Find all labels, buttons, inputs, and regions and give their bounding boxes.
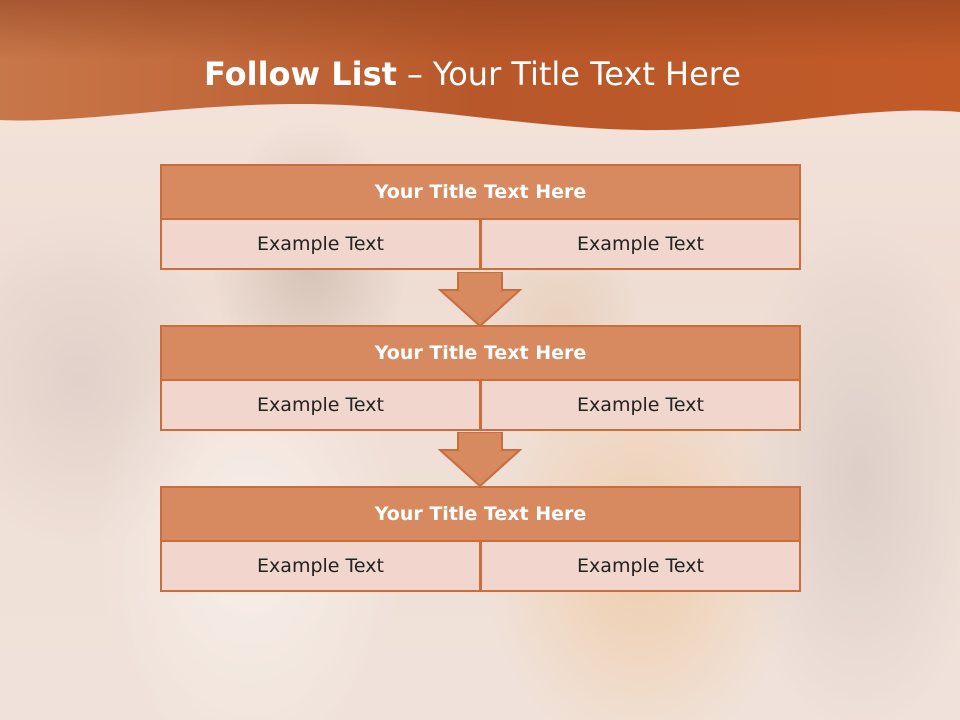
down-arrow-icon — [438, 272, 522, 328]
slide-title-separator: – — [406, 55, 423, 93]
block-cell-left: Example Text — [160, 542, 481, 592]
block-row: Example Text Example Text — [160, 542, 801, 592]
follow-block-1: Your Title Text Here Example Text Exampl… — [160, 164, 801, 270]
down-arrow-icon — [438, 432, 522, 488]
follow-block-2: Your Title Text Here Example Text Exampl… — [160, 325, 801, 431]
block-cell-left: Example Text — [160, 381, 481, 431]
block-cell-right: Example Text — [481, 220, 801, 270]
block-cell-left: Example Text — [160, 220, 481, 270]
block-row: Example Text Example Text — [160, 381, 801, 431]
slide-title-bold: Follow List — [204, 55, 397, 93]
follow-block-3: Your Title Text Here Example Text Exampl… — [160, 486, 801, 592]
block-row: Example Text Example Text — [160, 220, 801, 270]
block-cell-right: Example Text — [481, 381, 801, 431]
header-band — [0, 0, 960, 131]
slide-title: Follow List–Your Title Text Here — [0, 52, 945, 96]
block-title: Your Title Text Here — [160, 325, 801, 381]
block-title: Your Title Text Here — [160, 486, 801, 542]
block-title: Your Title Text Here — [160, 164, 801, 220]
slide-title-rest: Your Title Text Here — [432, 55, 741, 93]
block-cell-right: Example Text — [481, 542, 801, 592]
